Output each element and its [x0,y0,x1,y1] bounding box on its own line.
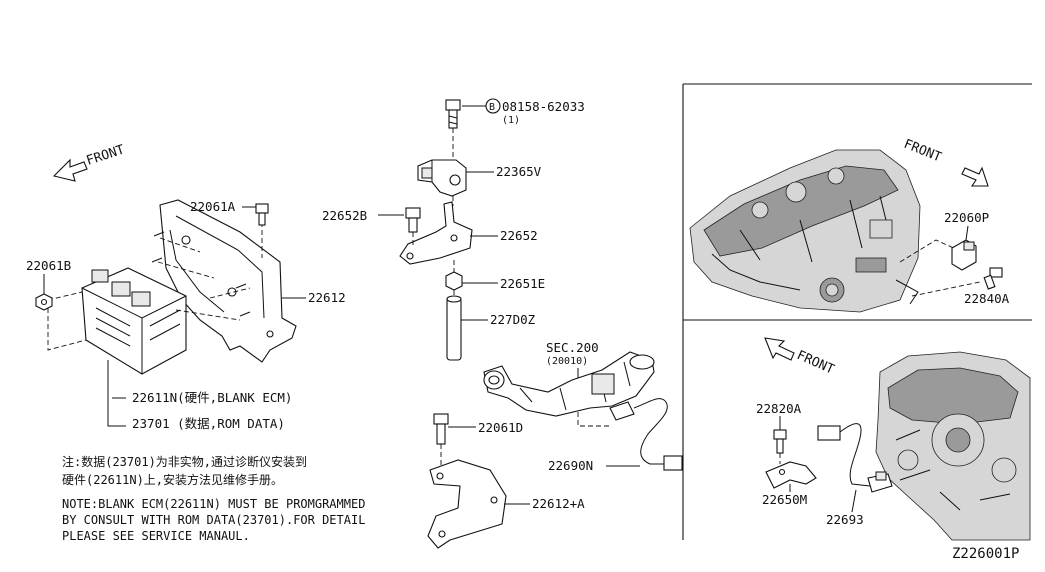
bracket-22652 [399,201,473,265]
ecm-unit [81,267,187,375]
bolt-08158-62033 [445,99,461,129]
engine-head-illustration [689,149,921,313]
hose-227D0Z [446,295,462,361]
label-22650M: 22650M [762,492,807,507]
label-22611N: 22611N(硬件,BLANK ECM) [132,390,292,405]
bolt-22061D [433,413,449,445]
label-22820A: 22820A [756,401,802,416]
label-22365V: 22365V [496,164,542,179]
label-22061D: 22061D [478,420,523,435]
bracket-22612A [427,459,507,549]
map-sensor-22365V [417,159,467,197]
label-22651E: 22651E [500,276,545,291]
bolt-ref-prefix: B [489,102,495,113]
front-label: FRONT [85,142,127,168]
note-en-line2: BY CONSULT WITH ROM DATA(23701).FOR DETA… [62,513,365,527]
label-22690N: 22690N [548,458,593,473]
diagram-code: Z226001P [952,546,1019,562]
label-22693: 22693 [826,512,864,527]
nut-22061B [35,293,53,311]
label-22061A: 22061A [190,199,236,214]
label-22612A: 22612+A [532,496,585,511]
note-en-line3: PLEASE SEE SERVICE MANAUL. [62,529,250,543]
label-22652: 22652 [500,228,538,243]
label-22840A: 22840A [964,291,1010,306]
front-label: FRONT [794,348,836,378]
label-227D0Z: 227D0Z [490,312,536,327]
bolt-22840A [983,267,1003,290]
label-08158-62033: 08158-62033 [502,99,585,114]
ecm-bracket [159,199,297,363]
label-23701: 23701 (数据,ROM DATA) [132,416,285,431]
front-arrow-right: FRONT [902,137,989,187]
catalytic-converter [483,351,655,417]
o2-sensor-22690N [609,398,683,471]
o2-sensor-22693 [817,423,893,493]
sensor-22060P [951,239,977,271]
label-bolt-qty: (1) [502,115,520,126]
clip-22651E [445,271,463,291]
label-sec200-sub: (20010) [546,356,588,367]
label-22061B: 22061B [26,258,71,273]
front-arrow-bottom: FRONT [764,337,836,378]
note-cn-line1: 注:数据(23701)为非实物,通过诊断仪安装到 [62,454,307,469]
note-cn-line2: 硬件(22611N)上,安装方法见维修手册。 [62,472,283,487]
bolt-22061A [255,203,269,226]
label-22060P: 22060P [944,210,989,225]
label-22652B: 22652B [322,208,367,223]
label-22612: 22612 [308,290,346,305]
front-arrow-left: FRONT [52,142,127,182]
bolt-22820A [773,429,787,454]
front-label: FRONT [902,137,944,166]
bracket-22650M [765,461,817,489]
label-sec200: SEC.200 [546,340,599,355]
bolt-22652B [405,207,421,233]
note-en-line1: NOTE:BLANK ECM(22611N) MUST BE PROMGRAMM… [62,497,365,511]
engine-block-illustration [875,351,1031,541]
